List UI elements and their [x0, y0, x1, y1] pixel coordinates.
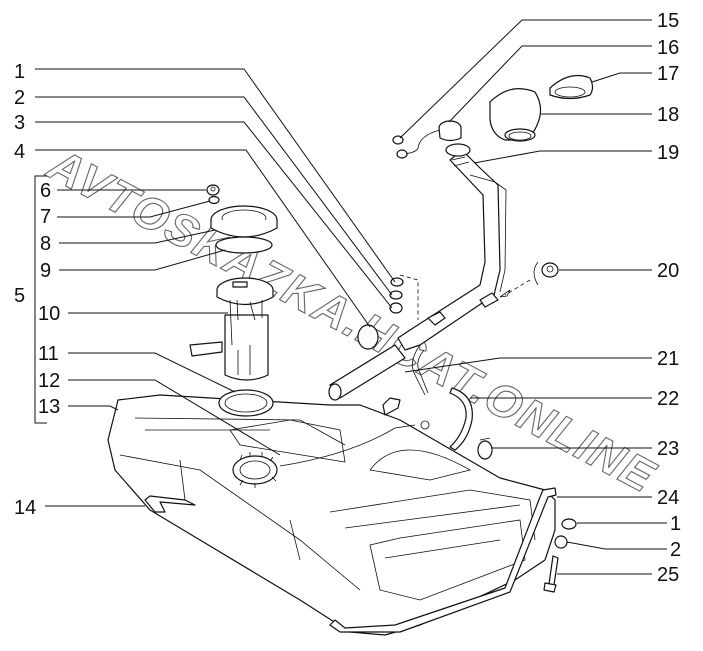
bracket-14	[144, 495, 196, 513]
callout-18: 18	[541, 104, 679, 126]
hose-22	[449, 387, 473, 451]
strap-24	[329, 487, 557, 633]
rubber-boot	[489, 88, 542, 142]
callout-15: 15	[399, 10, 679, 139]
bolt-25	[543, 555, 559, 593]
callout-10: 10	[38, 303, 228, 325]
svg-text:13: 13	[38, 396, 60, 418]
fuel-tank	[107, 394, 556, 636]
svg-text:24: 24	[657, 487, 679, 509]
callout-23: 23	[492, 438, 679, 460]
nut-6	[206, 184, 220, 196]
callout-13: 13	[38, 396, 119, 418]
callout-20: 20	[559, 260, 679, 282]
callout-21: 21	[404, 348, 679, 373]
seal-ring	[218, 389, 274, 417]
svg-text:6: 6	[40, 180, 51, 202]
washer-set	[357, 274, 446, 350]
svg-text:14: 14	[14, 497, 36, 519]
callout-22: 22	[470, 388, 679, 410]
svg-text:10: 10	[38, 303, 60, 325]
svg-text:9: 9	[40, 260, 51, 282]
callout-24: 24	[557, 487, 679, 509]
hose-21	[328, 344, 429, 401]
callout-6: 6	[40, 180, 206, 202]
svg-text:16: 16	[657, 37, 679, 59]
clamp-23	[477, 437, 493, 460]
svg-text:20: 20	[657, 260, 679, 282]
callout-bracket-5: 5	[14, 175, 47, 424]
svg-text:18: 18	[657, 104, 679, 126]
svg-text:23: 23	[657, 438, 679, 460]
svg-text:5: 5	[14, 285, 25, 307]
washer-7	[208, 195, 220, 205]
svg-text:21: 21	[657, 348, 679, 370]
callout-4: 4	[14, 141, 371, 328]
callout-2-lower: 2	[566, 539, 681, 561]
svg-text:25: 25	[657, 564, 679, 586]
svg-text:4: 4	[14, 141, 25, 163]
callout-1: 1	[14, 61, 396, 283]
svg-text:22: 22	[657, 388, 679, 410]
washer-1-lower	[561, 518, 577, 530]
tank-bracket	[382, 397, 401, 416]
callout-7: 7	[40, 200, 211, 228]
callouts-right: 15 16 17 18 19 20 21 22	[399, 10, 681, 586]
svg-text:2: 2	[14, 87, 25, 109]
callout-11: 11	[38, 343, 236, 393]
callout-17: 17	[591, 63, 679, 85]
callout-2: 2	[14, 87, 393, 296]
svg-text:12: 12	[38, 370, 60, 392]
callout-19: 19	[473, 142, 679, 164]
fuel-pump-module	[189, 277, 274, 381]
callouts-left: 1 2 3 4 5 6 7 8	[14, 61, 396, 519]
svg-text:11: 11	[38, 343, 59, 365]
filler-neck	[392, 120, 507, 351]
svg-text:3: 3	[14, 112, 25, 134]
callout-12: 12	[38, 370, 281, 456]
callout-1-lower: 1	[577, 513, 681, 535]
callout-25: 25	[557, 564, 679, 586]
callout-9: 9	[40, 249, 226, 282]
callout-3: 3	[14, 112, 393, 309]
callout-8: 8	[40, 229, 216, 255]
svg-text:1: 1	[670, 513, 681, 535]
callout-14: 14	[14, 497, 145, 519]
svg-text:8: 8	[40, 233, 51, 255]
ring-nut	[210, 205, 278, 254]
svg-text:7: 7	[40, 206, 51, 228]
grommet	[549, 75, 594, 100]
svg-text:17: 17	[657, 63, 679, 85]
svg-text:19: 19	[657, 142, 679, 164]
callout-16: 16	[448, 37, 679, 123]
svg-text:2: 2	[670, 539, 681, 561]
nut-20	[499, 261, 559, 298]
svg-text:15: 15	[657, 10, 679, 32]
svg-text:1: 1	[14, 61, 25, 83]
washer-2-lower	[554, 535, 568, 549]
